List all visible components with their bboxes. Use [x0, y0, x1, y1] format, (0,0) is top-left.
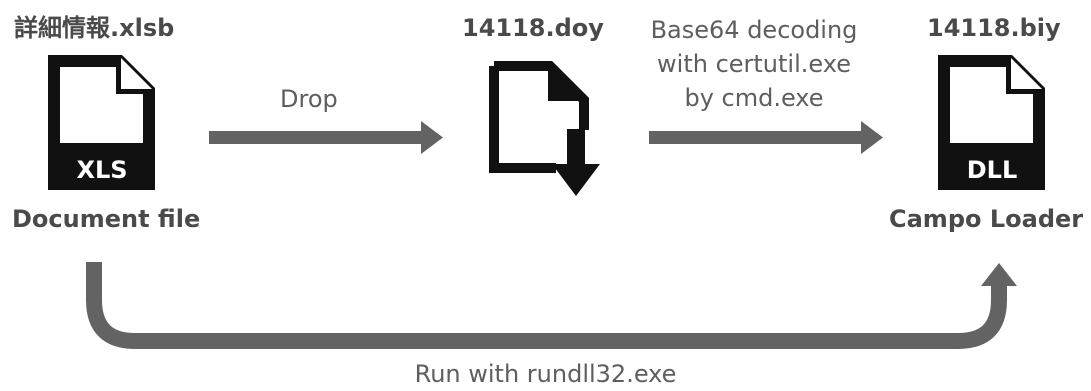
decode-label-line-2: with certutil.exe — [657, 50, 851, 78]
file-download-icon — [489, 61, 600, 196]
decode-arrow — [649, 121, 883, 154]
dll-file-icon: DLL — [938, 55, 1045, 190]
xlsb-caption: Document file — [12, 205, 201, 233]
decode-label-line-1: Base64 decoding — [650, 16, 858, 44]
decode-label-line-3: by cmd.exe — [684, 84, 824, 112]
doy-filename: 14118.doy — [462, 14, 604, 42]
drop-label: Drop — [280, 85, 338, 113]
run-arrow — [86, 262, 1017, 349]
drop-arrow — [209, 121, 443, 154]
run-label: Run with rundll32.exe — [414, 360, 677, 388]
xls-badge: XLS — [76, 156, 127, 184]
biy-filename: 14118.biy — [927, 14, 1061, 42]
biy-caption: Campo Loader — [889, 205, 1084, 233]
document-file-icon: XLS — [48, 55, 155, 190]
xlsb-filename: 詳細情報.xlsb — [14, 14, 175, 42]
dll-badge: DLL — [967, 156, 1018, 184]
